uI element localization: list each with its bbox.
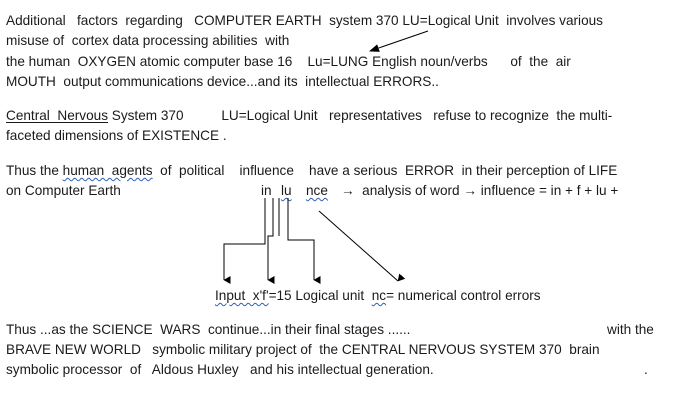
p2-line1-post: System 370 LU=Logical Unit representativ… (108, 108, 613, 123)
breakdown-lu: lu (281, 183, 292, 198)
p2-line1: Central Nervous System 370 LU=Logical Un… (6, 107, 612, 125)
p1-line2: misuse of cortex data processing abiliti… (6, 33, 290, 48)
labels-line: Input x'f'=15 Logical unit nc= numerical… (215, 287, 541, 305)
p4-line3: symbolic processor of Aldous Huxley and … (6, 362, 434, 377)
arrow-nce-to-15 (287, 198, 321, 284)
p3-line1: Thus the human agents of political influ… (6, 162, 617, 180)
p4-line3-right: . (644, 362, 648, 377)
nc-definition: = numerical control errors (386, 288, 541, 303)
logical-unit-text: =15 Logical unit (268, 288, 372, 303)
p2-line2: faceted dimensions of EXISTENCE . (6, 128, 227, 143)
nc-squiggle: nc (371, 288, 387, 303)
input-xf-squiggle: Input x'f' (215, 288, 269, 303)
arrow-lu-to-xf (267, 198, 275, 284)
p3-line2: on Computer Earth (6, 183, 121, 198)
p1-line4: MOUTH output communications device...and… (6, 74, 439, 89)
central-nervous-underlined: Central Nervous (6, 108, 108, 123)
p3-line1-post: of political influence have a serious ER… (152, 163, 618, 178)
breakdown-in: in (261, 183, 272, 198)
analysis-text: → analysis of word → influence = in + f … (341, 183, 619, 198)
p4-line1: Thus ...as the SCIENCE WARS continue...i… (6, 322, 411, 337)
p1-line1: Additional factors regarding COMPUTER EA… (6, 13, 603, 28)
human-agents-squiggle: human agents (62, 163, 153, 178)
p4-line2: BRAVE NEW WORLD symbolic military projec… (6, 342, 600, 357)
breakdown-nce: nce (306, 183, 328, 198)
p1-line3: the human OXYGEN atomic computer base 16… (6, 54, 571, 69)
arrow-nce-to-nc (318, 210, 406, 282)
p3-line1-pre: Thus the (6, 163, 63, 178)
p4-line1-right: with the (607, 322, 654, 337)
arrow-in-to-input (223, 198, 266, 284)
arrow-to-with (369, 30, 429, 52)
